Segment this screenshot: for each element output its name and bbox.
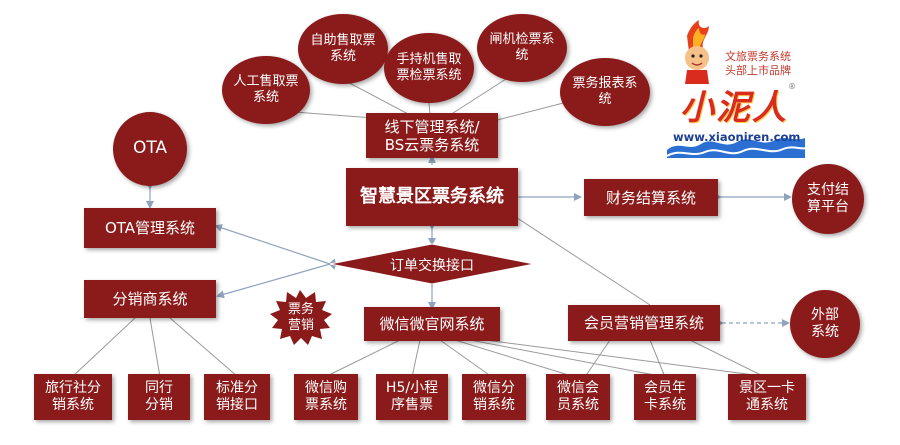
edge-site-wechatmember: [454, 339, 576, 378]
node-manual-ticket: 人工售取票 系统: [222, 56, 310, 124]
ticket-marketing-label: 票务 营销: [287, 302, 314, 334]
arrow-order-otamgmt: [214, 224, 337, 270]
logo-registered-mark: ®: [788, 82, 796, 91]
node-standard-api: 标准分 销接口: [204, 374, 270, 420]
node-peer-distribution: 同行 分销: [128, 374, 190, 420]
node-wechat-member: 微信会 员系统: [546, 374, 610, 420]
edge-core-member: [504, 209, 651, 306]
node-offline-management: 线下管理系统/ BS云票务系统: [366, 113, 498, 158]
edge-site-wechatbuy: [324, 339, 401, 378]
edge-member-onecard: [689, 339, 766, 378]
arrow-order-distributor: [216, 258, 337, 299]
edge-member-wechatmember: [584, 339, 611, 378]
node-core-ticketing: 智慧景区票务系统: [346, 168, 518, 226]
edge-self-offline: [339, 77, 411, 116]
node-payment-platform: 支付结 算平台: [792, 164, 864, 234]
edge-site-onecard: [484, 339, 771, 378]
node-external-system: 外部 系统: [790, 290, 860, 358]
order-exchange-label: 订单交换接口: [390, 258, 474, 274]
node-report: 票务报表系 统: [560, 58, 650, 126]
node-wechat-distribution: 微信分 销系统: [462, 374, 526, 420]
edge-site-wechatdist: [439, 339, 493, 378]
node-onecard: 景区一卡 通系统: [728, 374, 806, 420]
node-self-service: 自助售取票 系统: [298, 14, 388, 84]
node-distributor: 分销商系统: [84, 280, 216, 318]
node-annual-card: 会员年 卡系统: [634, 374, 696, 420]
node-member-marketing: 会员营销管理系统: [568, 305, 720, 341]
node-gate: 闸机检票系 统: [477, 14, 567, 82]
xiaoniren-mascot-icon: [666, 20, 808, 158]
node-handheld: 手持机售取 票检票系统: [384, 33, 474, 103]
edge-site-h5: [411, 339, 421, 378]
order-exchange-diamond: [329, 243, 535, 285]
node-finance-settlement: 财务结算系统: [584, 179, 718, 216]
node-ota: OTA: [113, 112, 187, 186]
logo-url: www.xiaoniren.com: [673, 130, 801, 144]
edge-dist-standard: [169, 317, 239, 378]
node-travel-agency: 旅行社分 销系统: [34, 374, 112, 420]
node-wechat-buy: 微信购 票系统: [294, 374, 358, 420]
edge-site-annual: [469, 339, 666, 378]
edge-dist-peer: [149, 317, 161, 378]
node-ota-management: OTA管理系统: [84, 208, 216, 248]
edge-member-annual: [649, 339, 666, 378]
ticket-marketing-burst: [270, 290, 332, 345]
node-h5-miniprogram: H5/小程 序售票: [376, 374, 448, 420]
logo-tagline: 文旅票务系统 头部上市品牌: [725, 50, 791, 77]
node-wechat-site: 微信微官网系统: [364, 307, 500, 341]
logo-name: 小泥人: [680, 88, 788, 128]
edge-dist-travel: [71, 317, 136, 378]
